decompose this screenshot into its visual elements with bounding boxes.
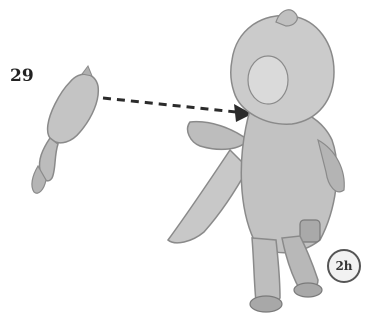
assembly-arrow	[103, 98, 252, 122]
hooded-figure	[168, 10, 344, 312]
sub-step-badge: 2h	[327, 249, 361, 283]
step-number: 29	[10, 66, 34, 86]
arm-part	[32, 66, 98, 193]
